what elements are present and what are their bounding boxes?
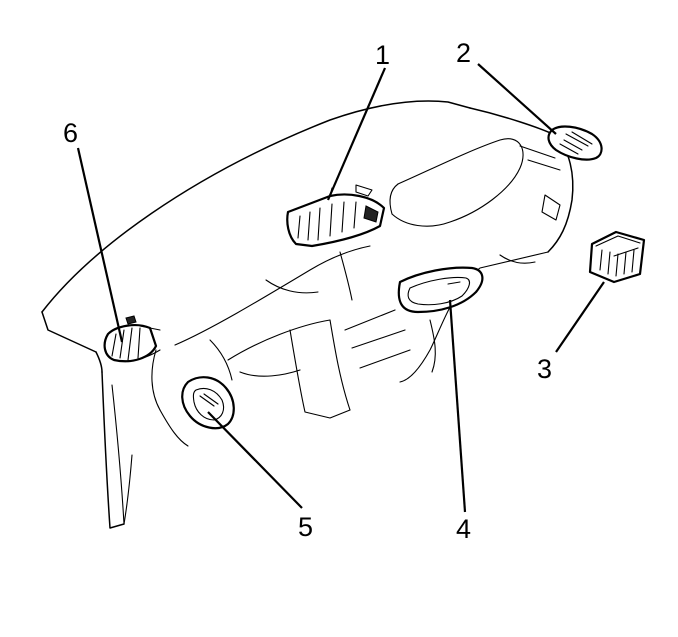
leader-5 — [207, 411, 303, 509]
left-bezel-5 — [181, 376, 235, 430]
callout-1: 1 — [375, 40, 390, 70]
leader-1 — [326, 67, 387, 201]
callout-4: 4 — [456, 514, 471, 544]
callouts: 1 2 3 4 5 6 — [63, 38, 552, 544]
leader-3 — [555, 281, 605, 353]
leader-lines — [76, 63, 605, 513]
right-outlet-3 — [588, 230, 646, 284]
callout-3: 3 — [537, 354, 552, 384]
instrument-panel — [41, 100, 574, 529]
leader-6 — [76, 147, 124, 343]
left-outlet-6 — [103, 315, 161, 363]
air-outlet-1 — [286, 184, 386, 248]
callout-5: 5 — [298, 512, 313, 542]
leader-4 — [448, 299, 467, 513]
right-bezel-2 — [547, 125, 603, 161]
callout-2: 2 — [456, 38, 471, 68]
leader-2 — [477, 63, 557, 135]
center-bezel-4 — [397, 266, 484, 314]
callout-6: 6 — [63, 118, 78, 148]
